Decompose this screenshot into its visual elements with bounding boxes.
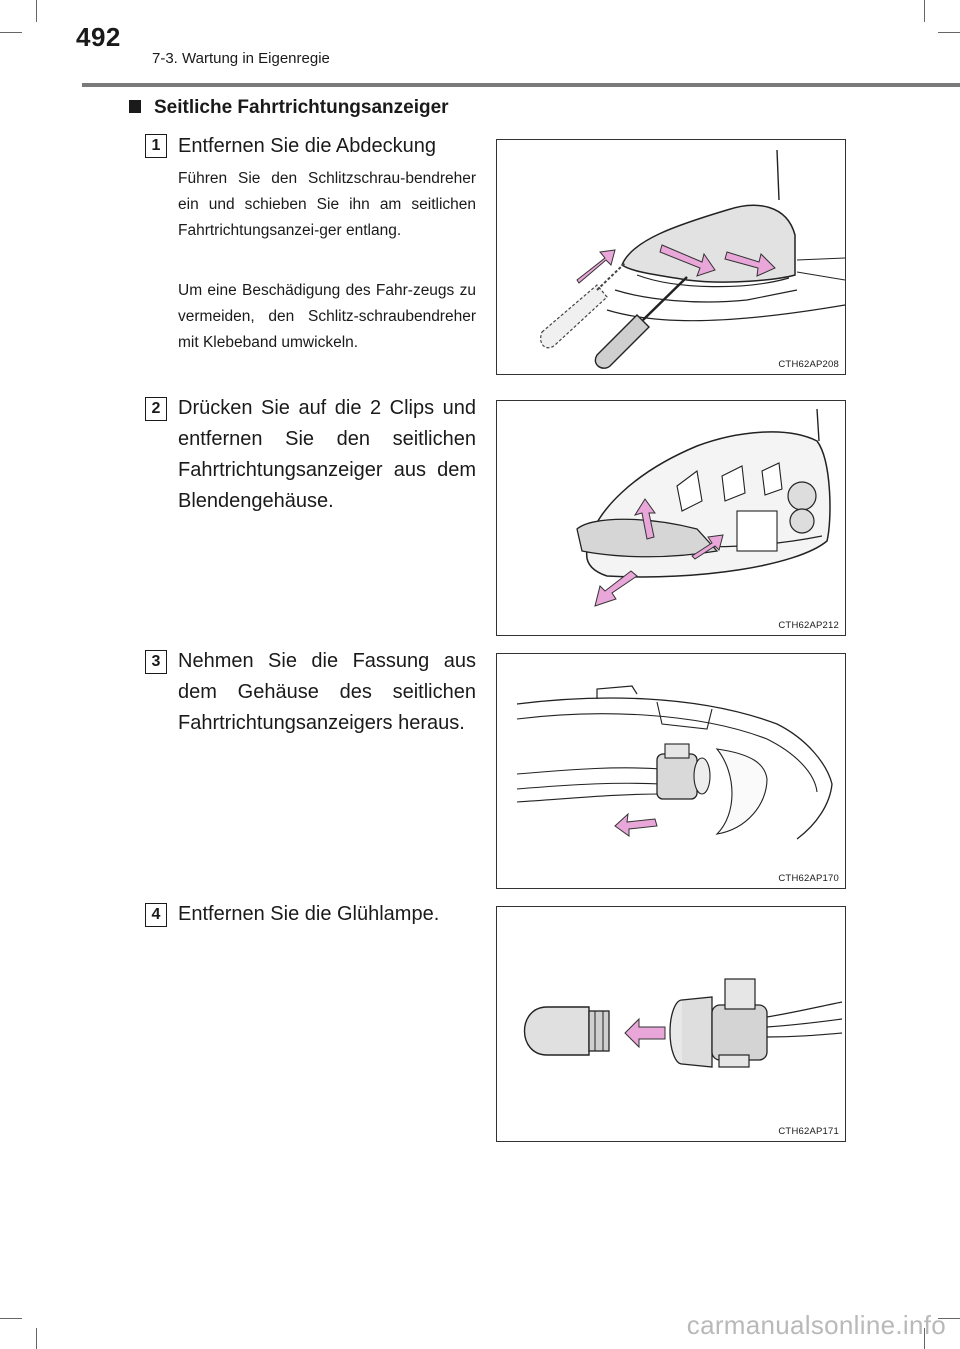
step-note: Um eine Beschädigung des Fahr-zeugs zu v… xyxy=(178,282,476,351)
step-text: Entfernen Sie die Glühlampe. xyxy=(178,903,440,925)
turn-signal-housing-illustration xyxy=(576,408,831,607)
figure-remove-turn-signal: CTH62AP212 xyxy=(496,400,846,636)
crop-mark xyxy=(36,0,37,22)
step-badge: 2 xyxy=(145,397,167,421)
crop-mark xyxy=(938,1318,960,1319)
watermark: carmanualsonline.info xyxy=(686,1310,946,1340)
square-bullet-icon xyxy=(129,100,141,113)
bulb-removal-illustration xyxy=(523,978,843,1068)
step-badge: 3 xyxy=(145,650,167,674)
socket-removal-illustration xyxy=(516,685,833,840)
figure-code: CTH62AP170 xyxy=(778,873,839,884)
crop-mark xyxy=(924,1328,925,1349)
step-note: Führen Sie den Schlitzschrau-bendreher e… xyxy=(178,170,476,239)
figure-code: CTH62AP212 xyxy=(778,620,839,631)
figure-remove-socket: CTH62AP170 xyxy=(496,653,846,889)
running-head: 7-3. Wartung in Eigenregie xyxy=(152,50,330,67)
figure-code: CTH62AP171 xyxy=(778,1126,839,1137)
figure-remove-bulb: CTH62AP171 xyxy=(496,906,846,1142)
header-rule xyxy=(82,83,960,87)
section-heading-text: Seitliche Fahrtrichtungsanzeiger xyxy=(154,97,449,118)
crop-mark xyxy=(36,1328,37,1349)
step-text: Entfernen Sie die Abdeckung xyxy=(178,135,436,157)
step-text: Drücken Sie auf die 2 Clips und entferne… xyxy=(178,397,476,512)
section-heading: Seitliche Fahrtrichtungsanzeiger xyxy=(129,97,449,119)
page-number: 492 xyxy=(76,22,121,52)
step-text: Nehmen Sie die Fassung aus dem Gehäuse d… xyxy=(178,650,476,734)
crop-mark xyxy=(0,32,22,33)
crop-mark xyxy=(0,1318,22,1319)
step-badge: 1 xyxy=(145,134,167,158)
crop-mark xyxy=(924,0,925,22)
figure-code: CTH62AP208 xyxy=(778,359,839,370)
step-badge: 4 xyxy=(145,903,167,927)
mirror-cover-illustration xyxy=(540,149,845,369)
figure-remove-cover: CTH62AP208 xyxy=(496,139,846,375)
crop-mark xyxy=(938,32,960,33)
